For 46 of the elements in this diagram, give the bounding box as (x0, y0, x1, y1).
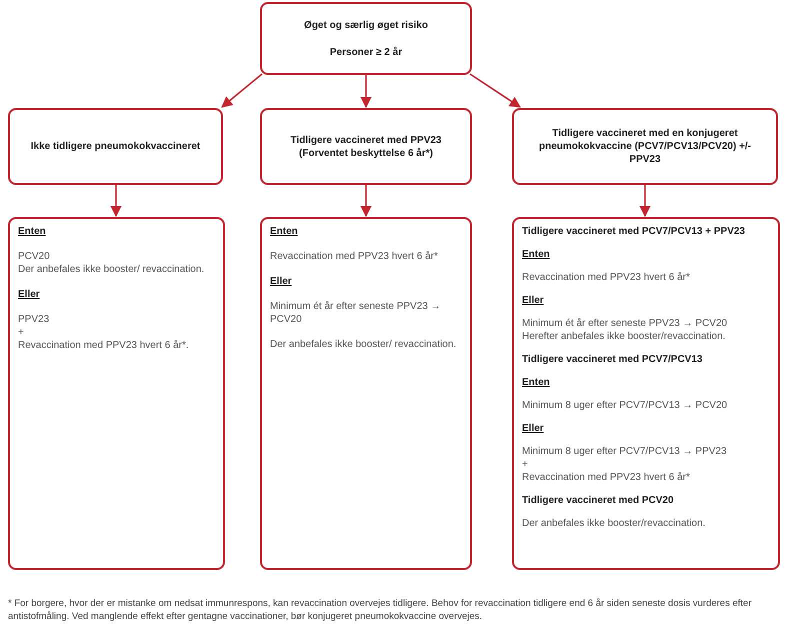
choice-heading: Enten (522, 248, 551, 261)
arrow (639, 185, 651, 218)
recommendation-text: PPV23 (18, 313, 50, 326)
section-heading: Tidligere vaccineret med PCV7/PCV13 (522, 353, 704, 366)
arrow (221, 73, 262, 108)
section-heading: Tidligere vaccineret med PCV7/PCV13 + PPV23 (522, 225, 746, 238)
section-heading: Personer ≥ 2 år (330, 46, 402, 58)
footnote: * For borgere, hvor der er mistanke om nedsat immunrespons, kan revaccination overvejes tidligere. Behov for revaccination tidligere end 6 år siden seneste dosis vurderes efter antistofmåling. Ved manglende effekt efter gentagne vaccinationer, bør konjugeret pneumokokvaccine overvejes. (8, 598, 752, 624)
recommendation-box (512, 217, 780, 570)
choice-heading: Eller (18, 288, 41, 301)
recommendation-text: Minimum ét år efter seneste PPV23 → PCV20 (270, 300, 442, 326)
section-heading: Tidligere vaccineret med en konjugeret pneumokokvaccine (PCV7/PCV13/PCV20) +/- PPV23 (538, 127, 752, 166)
choice-heading: Eller (270, 275, 293, 288)
section-heading: Øget og særlig øget risiko (304, 18, 428, 32)
recommendation-text: Revaccination med PPV23 hvert 6 år* (522, 471, 691, 484)
choice-heading: Enten (18, 225, 47, 238)
arrow (110, 185, 122, 218)
section-heading: Tidligere vaccineret med PPV23 (Forventet beskyttelse 6 år*) (289, 134, 442, 160)
recommendation-box (8, 217, 225, 570)
choice-heading: Enten (270, 225, 299, 238)
recommendation-text: + (18, 326, 25, 339)
arrow (360, 185, 372, 218)
recommendation-text: Minimum 8 uger efter PCV7/PCV13 → PPV23 (522, 445, 728, 458)
recommendation-text: Der anbefales ikke booster/revaccination. (522, 517, 706, 530)
arrow (360, 75, 372, 108)
section-heading: Tidligere vaccineret med PCV20 (522, 494, 675, 507)
choice-heading: Eller (522, 422, 545, 435)
recommendation-text: Revaccination med PPV23 hvert 6 år* (522, 271, 691, 284)
recommendation-text: Revaccination med PPV23 hvert 6 år*. (18, 339, 190, 352)
category-box (8, 108, 223, 185)
category-box (260, 2, 472, 75)
recommendation-text: Minimum 8 uger efter PCV7/PCV13 → PCV20 (522, 399, 728, 412)
category-box (260, 108, 472, 185)
recommendation-text: PCV20 (18, 250, 51, 263)
recommendation-text: Revaccination med PPV23 hvert 6 år* (270, 250, 439, 263)
section-heading: Ikke tidligere pneumokokvaccineret (30, 140, 200, 153)
recommendation-text: Herefter anbefales ikke booster/revaccination. (522, 330, 726, 343)
recommendation-text: Minimum ét år efter seneste PPV23 → PCV20 (522, 317, 728, 330)
recommendation-text: + (522, 458, 529, 471)
choice-heading: Eller (522, 294, 545, 307)
recommendation-text: Der anbefales ikke booster/ revaccination. (270, 338, 458, 351)
recommendation-box (260, 217, 472, 570)
category-box (512, 108, 778, 185)
arrow (470, 73, 521, 108)
choice-heading: Enten (522, 376, 551, 389)
recommendation-text: Der anbefales ikke booster/ revaccination. (18, 263, 206, 276)
